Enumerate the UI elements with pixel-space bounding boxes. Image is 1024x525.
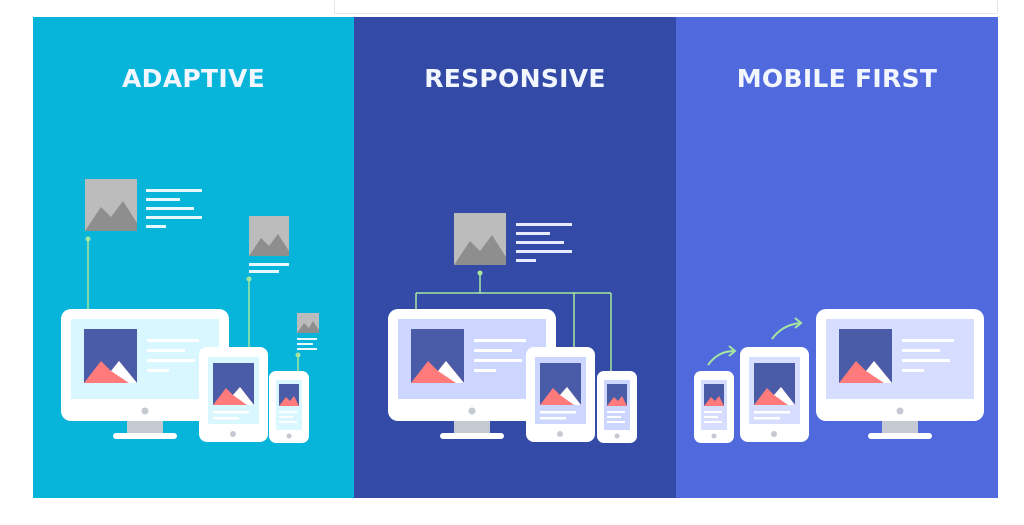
panel-title: ADAPTIVE [122,64,265,93]
phone-device [269,371,309,443]
content-card-large [85,179,202,231]
mobile-first-illustration [694,309,984,443]
tablet-device [526,347,595,442]
tablet-device [199,347,268,442]
design-approaches-diagram: ADAPTIVE [33,17,998,498]
tablet-device [740,347,809,442]
growth-arrow-icon [771,317,803,340]
responsive-illustration [388,213,637,443]
panel-title: RESPONSIVE [424,64,606,93]
panel-adaptive: ADAPTIVE [33,17,354,498]
content-card-medium [249,216,289,273]
growth-arrow-icon [707,345,737,366]
panel-mobile-first: MOBILE FIRST [676,17,998,498]
desktop-monitor [816,309,984,439]
content-card-small [297,313,319,350]
adaptive-illustration [61,179,319,443]
phone-device [694,371,734,443]
desktop-monitor [61,309,229,439]
top-frame-line [334,0,998,14]
connector-lines [415,273,612,377]
panel-title: MOBILE FIRST [736,64,938,93]
phone-device [597,371,637,443]
desktop-monitor [388,309,556,439]
content-card [454,213,572,265]
panel-responsive: RESPONSIVE [354,17,676,498]
